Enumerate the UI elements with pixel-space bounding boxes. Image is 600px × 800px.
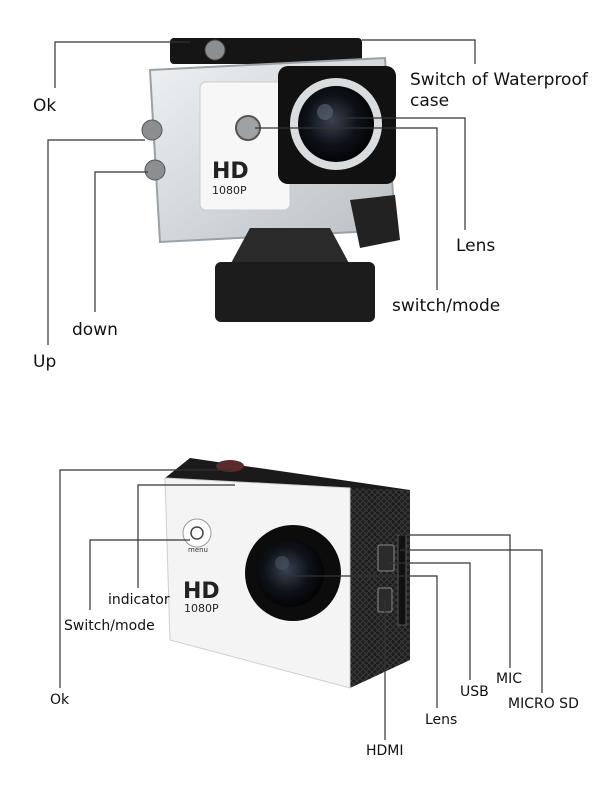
label-indicator: indicator [108, 592, 170, 608]
label-switch-case-line1: Switch of Waterproof [410, 70, 588, 90]
leader-lens-bottom [290, 575, 438, 708]
bottom-hd-text: HD [183, 579, 220, 604]
top-resolution-text: 1080P [212, 184, 247, 197]
label-switch-case-line2: case [410, 91, 450, 111]
leader-ok-bottom [59, 469, 232, 688]
label-switch-mode-bottom: Switch/mode [64, 618, 155, 634]
leader-indicator [137, 484, 235, 588]
top-hd-text: HD [212, 159, 249, 184]
leader-down-top [94, 171, 148, 312]
label-lens-bottom: Lens [425, 712, 458, 728]
leader-usb [388, 562, 471, 680]
leader-lens-top [338, 117, 466, 230]
top-camera-illustration [141, 38, 400, 322]
leader-ok-top [54, 41, 190, 88]
label-micro-sd: MICRO SD [508, 696, 579, 712]
leader-mic [400, 534, 511, 668]
label-lens-top: Lens [456, 236, 496, 256]
bottom-camera-illustration [164, 458, 410, 689]
leader-switch-mode-top [255, 127, 438, 290]
leader-up-top [47, 139, 145, 345]
label-mic: MIC [496, 671, 522, 687]
label-ok-bottom: Ok [50, 692, 70, 708]
label-up-top: Up [33, 352, 57, 372]
top-leader-lines [47, 39, 476, 345]
bottom-menu-text: menu [188, 546, 208, 554]
label-hdmi: HDMI [366, 743, 404, 759]
label-usb: USB [460, 684, 489, 700]
bottom-leader-lines [59, 469, 543, 740]
label-ok-top: Ok [33, 96, 57, 116]
label-down-top: down [72, 320, 118, 340]
leader-switch-mode-bottom [89, 539, 190, 610]
label-switch-mode-top: switch/mode [392, 296, 501, 316]
leader-switch-case [362, 39, 476, 64]
leader-micro-sd [400, 549, 543, 693]
bottom-resolution-text: 1080P [184, 602, 219, 615]
